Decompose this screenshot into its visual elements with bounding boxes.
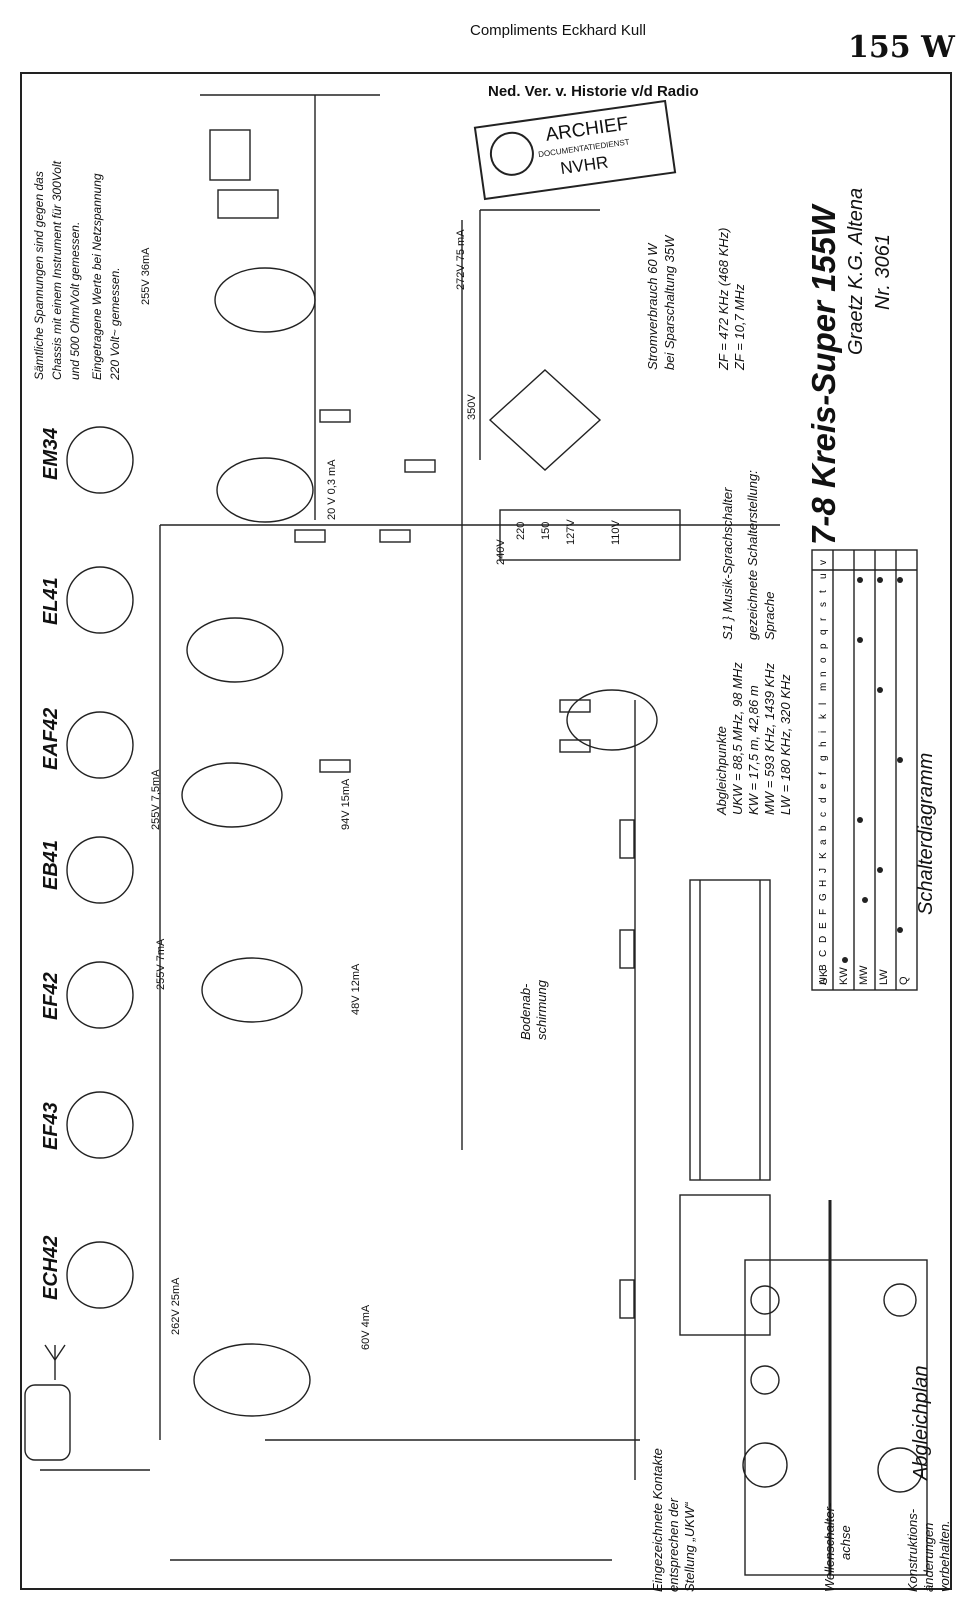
switch-contact-letter: l — [818, 703, 829, 705]
tube-label-eaf42: EAF42 — [40, 707, 62, 770]
switch-contact-letter: k — [818, 713, 829, 719]
switch-contact-letter: n — [818, 671, 829, 677]
construction-note-3: vorbehalten. — [937, 1520, 952, 1592]
contacts-note-1: Eingezeichnete Kontakte — [650, 1448, 665, 1592]
switch-contact-letter: a — [818, 839, 829, 845]
tube-label-em34: EM34 — [40, 427, 62, 480]
stamp-nvhr: NVHR — [559, 152, 610, 179]
switch-contact-letter: A — [818, 978, 829, 985]
mains-150: 150 — [540, 521, 552, 540]
switch-note-shown: gezeichnete Schalterstellung: — [745, 470, 760, 640]
switch-contact-letter: u — [818, 573, 829, 579]
tube-label-el41: EL41 — [40, 577, 62, 625]
voltage-94v-15ma: 94V 15mA — [340, 778, 352, 830]
switch-contact-letter: D — [818, 936, 829, 943]
switch-contact-letter: B — [818, 964, 829, 971]
switch-contact-letter: H — [818, 880, 829, 887]
align-points-head: Abgleichpunkte — [714, 726, 729, 815]
switch-contact-letter: F — [818, 909, 829, 915]
contacts-note-3: Stellung „UKW“ — [682, 1502, 697, 1592]
tube-label-ef42: EF42 — [40, 972, 62, 1020]
mains-127v: 127V — [565, 519, 577, 545]
switch-contact-letter: s — [818, 602, 829, 607]
shaft-note-1: Wellenschalter- — [822, 1502, 837, 1592]
switch-contact-letter: K — [818, 852, 829, 859]
switch-contact-letter: d — [818, 797, 829, 803]
if-frequency-am: ZF = 472 KHz (468 KHz) — [716, 227, 731, 370]
switch-contact-letter: i — [818, 731, 829, 733]
document-number: Nr. 3061 — [872, 234, 894, 310]
voltage-note-4: Eingetragene Werte bei Netzspannung — [90, 173, 104, 380]
switch-contact-letter: g — [818, 755, 829, 761]
switch-contact-letter: E — [818, 922, 829, 929]
switch-contact-letter: o — [818, 657, 829, 663]
align-kw: KW = 17,5 m, 42,86 m — [746, 685, 761, 815]
voltage-60v-4ma: 60V 4mA — [360, 1304, 372, 1350]
schematic-title: 7-8 Kreis-Super 155W — [805, 205, 842, 545]
shield-note-1: Bodenab- — [518, 983, 533, 1040]
voltage-note-3: und 500 Ohm/Volt gemessen. — [68, 221, 82, 380]
radio-tube-logo-icon — [487, 128, 537, 179]
stamp-header: Ned. Ver. v. Historie v/d Radio — [488, 83, 699, 100]
range-kw: KW — [838, 967, 850, 985]
range-uk: UK — [818, 969, 830, 985]
switch-contact-letter: p — [818, 643, 829, 649]
switch-contact-letter: r — [818, 617, 829, 621]
tube-label-ech42: ECH42 — [40, 1235, 62, 1300]
switch-contact-letter: c — [818, 812, 829, 817]
range-mw: MW — [858, 965, 870, 985]
switch-contact-letter: t — [818, 590, 829, 593]
switch-contact-letter: f — [818, 772, 829, 775]
alignment-plan-label: Abgleichplan — [910, 1365, 932, 1480]
voltage-255v-7ma: 255V 7mA — [155, 938, 167, 990]
mains-220: 220 — [515, 521, 527, 540]
switch-note-sprache: Sprache — [762, 591, 777, 640]
if-frequency-fm: ZF = 10,7 MHz — [732, 283, 747, 370]
voltage-48v-12ma: 48V 12mA — [350, 963, 362, 1015]
range-lw: LW — [878, 969, 890, 985]
shaft-note-2: achse — [838, 1525, 853, 1560]
power-saving: bei Sparschaltung 35W — [662, 235, 677, 370]
align-ukw: UKW = 88,5 MHz, 98 MHz — [730, 662, 745, 815]
construction-note-2: änderungen — [921, 1522, 936, 1592]
range-q: Q — [898, 976, 910, 985]
switch-contact-letter: m — [818, 683, 829, 691]
mains-240v: 240V — [495, 539, 507, 565]
model-number: 155 W — [848, 30, 955, 65]
tube-label-eb41: EB41 — [40, 839, 62, 890]
switch-contact-letter: J — [818, 868, 829, 873]
voltage-note-5: 220 Volt~ gemessen. — [108, 267, 122, 380]
switch-contact-letter: h — [818, 741, 829, 747]
power-consumption: Stromverbrauch 60 W — [645, 243, 660, 370]
voltage-255v-75ma: 255V 7,5mA — [150, 769, 162, 830]
voltage-350v: 350V — [466, 394, 478, 420]
voltage-note-2: Chassis mit einem Instrument für 300Volt — [50, 161, 64, 380]
align-mw: MW = 593 KHz, 1439 KHz — [762, 662, 777, 815]
construction-note-1: Konstruktions- — [905, 1508, 920, 1592]
switch-contact-letter: G — [818, 893, 829, 901]
switch-contact-letter: q — [818, 629, 829, 635]
switch-note-s1s2: S1 } Musik-Sprachschalter — [720, 487, 735, 640]
credit-line: Compliments Eckhard Kull — [470, 22, 646, 39]
voltage-20v-03ma: 20 V 0,3 mA — [326, 459, 338, 520]
switch-diagram-label: Schalterdiagramm — [915, 752, 937, 915]
shield-note-2: schirmung — [534, 980, 549, 1040]
voltage-262v-25ma: 262V 25mA — [170, 1277, 182, 1335]
switch-contact-letter: C — [818, 950, 829, 957]
switch-contact-letter: v — [818, 560, 829, 565]
manufacturer: Graetz K.G. Altena — [845, 187, 867, 355]
switch-contact-letter: b — [818, 825, 829, 831]
schematic-frame — [20, 72, 952, 1590]
mains-110v: 110V — [610, 520, 622, 545]
voltage-255v-36ma: 255V 36mA — [140, 247, 152, 305]
tube-label-ef43: EF43 — [40, 1102, 62, 1150]
voltage-272v-75ma: 272V 75 mA — [455, 229, 467, 290]
switch-contact-letter: e — [818, 783, 829, 789]
contacts-note-2: entsprechen der — [666, 1498, 681, 1592]
voltage-note-1: Sämtliche Spannungen sind gegen das — [32, 171, 46, 380]
align-lw: LW = 180 KHz, 320 KHz — [778, 674, 793, 815]
